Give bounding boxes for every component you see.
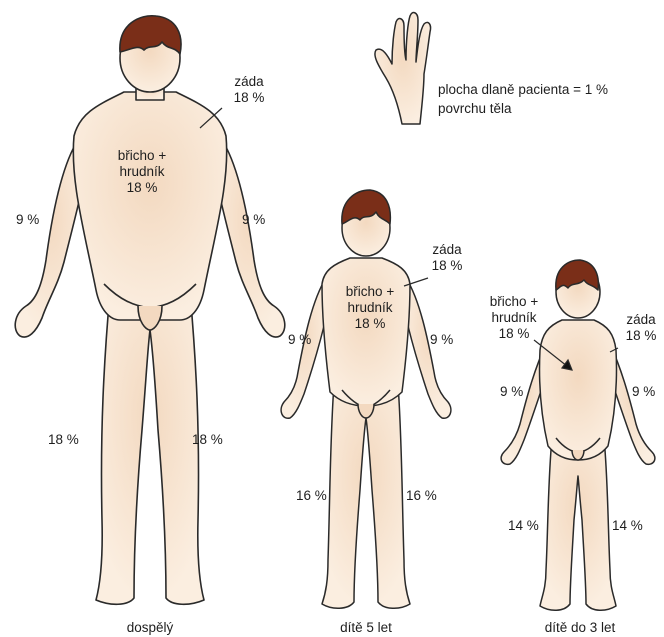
child3-caption: dítě do 3 let — [530, 620, 630, 635]
adult-torso — [73, 92, 226, 320]
adult-legs — [96, 292, 204, 604]
adult-caption: dospělý — [100, 620, 200, 635]
child5-arm-left — [281, 278, 326, 418]
adult-arm-left-label: 9 % — [16, 212, 39, 228]
child5-arm-left-label: 9 % — [288, 332, 311, 348]
child3-legs — [540, 438, 616, 610]
child5-arm-right — [406, 278, 451, 418]
child3-arm-right-label: 9 % — [632, 384, 655, 400]
child3-leg-left-label: 14 % — [508, 518, 539, 534]
palm-note-line2: povrchu těla — [438, 99, 608, 118]
adult-arm-right-label: 9 % — [242, 212, 265, 228]
child3-leg-right-label: 14 % — [612, 518, 643, 534]
palm-note-line1: plocha dlaně pacienta = 1 % — [438, 80, 608, 99]
child3-torso — [539, 320, 616, 460]
child5-leg-left-label: 16 % — [296, 488, 327, 504]
child5-caption: dítě 5 let — [326, 620, 406, 635]
adult-leg-left-label: 18 % — [48, 432, 79, 448]
child5-leg-right-label: 16 % — [406, 488, 437, 504]
child5-arm-right-label: 9 % — [430, 332, 453, 348]
adult-leg-right-label: 18 % — [192, 432, 223, 448]
palm-note: plocha dlaně pacienta = 1 % povrchu těla — [438, 80, 608, 118]
child3-arm-left-label: 9 % — [500, 384, 523, 400]
child5-torso — [322, 258, 410, 406]
palm-hand-icon — [375, 13, 431, 124]
